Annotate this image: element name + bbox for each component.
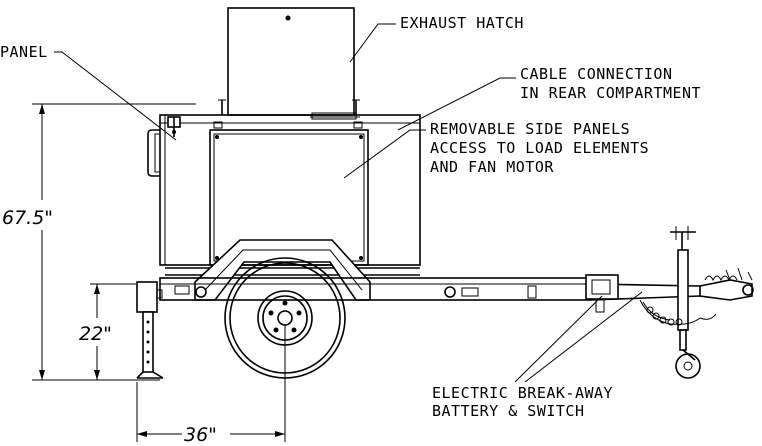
exhaust-hatch — [218, 7, 360, 116]
safety-chain-coupler — [639, 267, 754, 326]
breakaway-label-1: ELECTRIC BREAK-AWAY — [432, 384, 613, 402]
rear-jack-stand — [136, 281, 164, 379]
dimension-frame-height: 22" — [79, 283, 136, 380]
side-panels-label-2: ACCESS TO LOAD ELEMENTS — [430, 139, 649, 157]
trailer-frame — [159, 274, 701, 313]
frame-height-label: 22" — [79, 323, 112, 345]
side-panels-label-1: REMOVABLE SIDE PANELS — [430, 120, 630, 138]
callout-panel: PANEL — [0, 43, 177, 141]
exhaust-hatch-label: EXHAUST HATCH — [400, 14, 524, 32]
breakaway-label-2: BATTERY & SWITCH — [432, 402, 585, 420]
callout-breakaway: ELECTRIC BREAK-AWAY BATTERY & SWITCH — [432, 291, 643, 420]
callout-side-panels: REMOVABLE SIDE PANELS ACCESS TO LOAD ELE… — [343, 120, 649, 179]
front-jack-caster — [670, 226, 701, 379]
callout-cable-connection: CABLE CONNECTION IN REAR COMPARTMENT — [397, 65, 701, 131]
cable-connection-label-1: CABLE CONNECTION — [520, 65, 673, 83]
dimension-axle-offset: 36" — [136, 325, 286, 446]
dimension-overall-height: 67.5" — [2, 103, 196, 381]
side-panels-label-3: AND FAN MOTOR — [430, 158, 554, 176]
cable-connection-label-2: IN REAR COMPARTMENT — [520, 84, 701, 102]
panel-label: PANEL — [0, 43, 48, 61]
axle-offset-label: 36" — [184, 424, 217, 446]
callout-exhaust-hatch: EXHAUST HATCH — [349, 14, 524, 63]
overall-height-label: 67.5" — [2, 207, 53, 229]
